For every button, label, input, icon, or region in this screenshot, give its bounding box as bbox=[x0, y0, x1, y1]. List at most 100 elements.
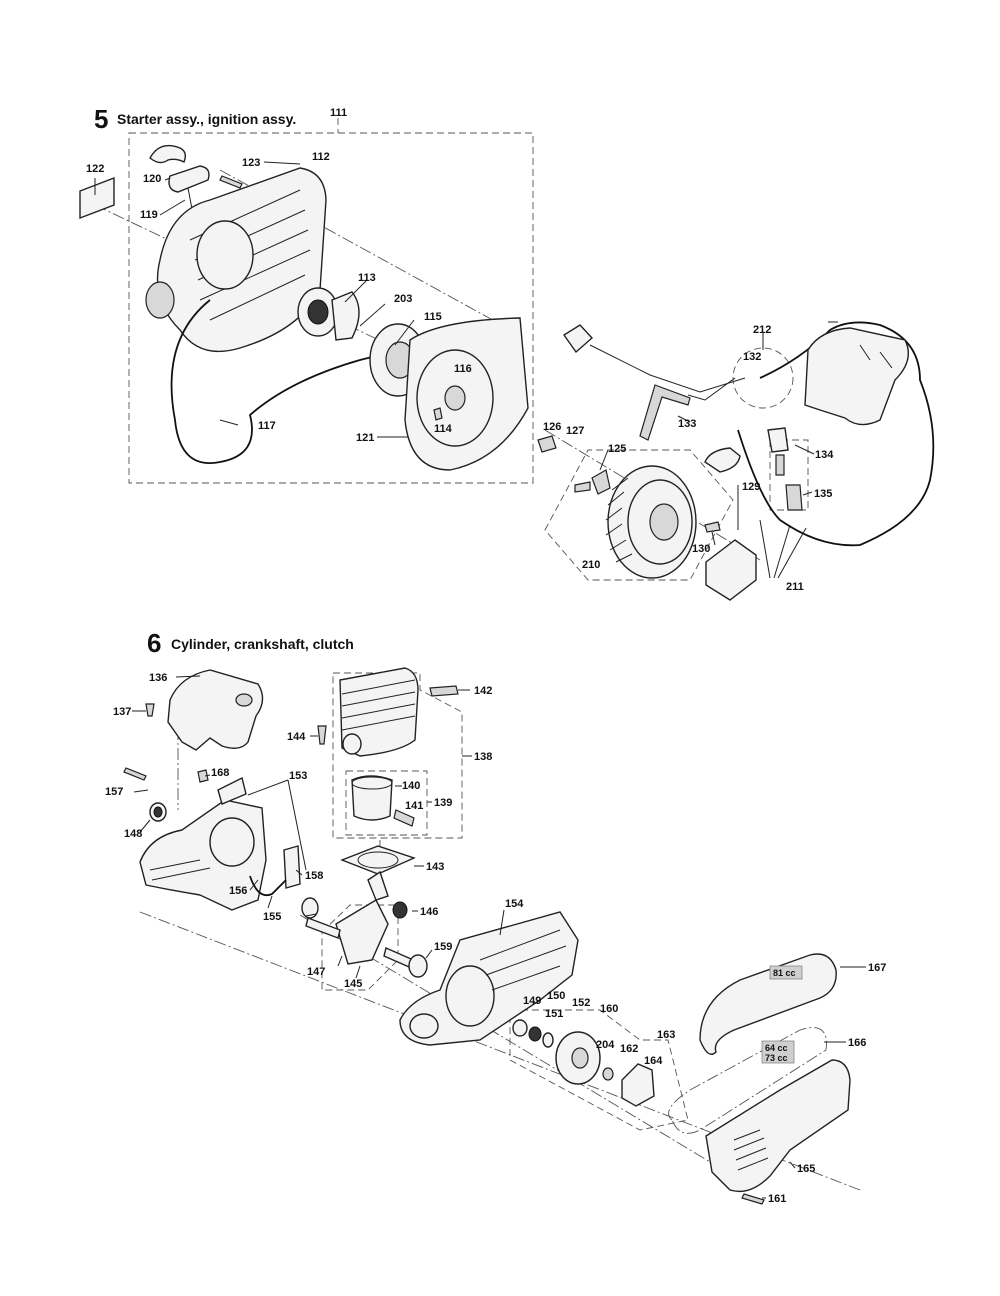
callout-148: 148 bbox=[124, 828, 142, 840]
section-6-title: Cylinder, crankshaft, clutch bbox=[171, 636, 354, 652]
exhaust-port bbox=[342, 733, 362, 755]
starter-assembly-box bbox=[128, 132, 534, 484]
callout-134: 134 bbox=[815, 449, 834, 461]
leader-158 bbox=[295, 869, 303, 876]
bearing-part bbox=[408, 954, 428, 978]
leader-115 bbox=[394, 319, 415, 346]
callout-166: 166 bbox=[848, 1037, 866, 1049]
callout-156: 156 bbox=[229, 885, 247, 897]
clutch-box bbox=[509, 1009, 689, 1131]
flywheel-assembly-box bbox=[544, 449, 734, 581]
flywheel-fins bbox=[605, 477, 633, 563]
crankcase-ribs bbox=[149, 859, 211, 881]
callout-138: 138 bbox=[474, 751, 492, 763]
ignition-cap-box bbox=[769, 439, 809, 511]
callout-163: 163 bbox=[657, 1029, 675, 1041]
piston-part bbox=[351, 775, 393, 821]
leader-136 bbox=[175, 675, 201, 678]
leader-211 bbox=[759, 519, 807, 579]
callout-113: 113 bbox=[358, 272, 376, 284]
axis-line bbox=[299, 914, 741, 1181]
callout-137: 137 bbox=[113, 706, 131, 718]
ignition-module-part bbox=[705, 539, 757, 601]
callout-120: 120 bbox=[143, 173, 161, 185]
seal-core bbox=[153, 806, 163, 818]
callout-143: 143 bbox=[426, 861, 444, 873]
leader-113 bbox=[344, 279, 368, 303]
ground-wire bbox=[687, 377, 736, 401]
nut-part bbox=[537, 435, 557, 453]
needle-bearing-part bbox=[602, 1067, 614, 1081]
cover-hole bbox=[235, 693, 253, 707]
screw-part bbox=[574, 481, 591, 493]
callout-212: 212 bbox=[753, 324, 771, 336]
callout-121: 121 bbox=[356, 432, 374, 444]
callout-127: 127 bbox=[566, 425, 584, 437]
ignition-cable-part bbox=[170, 299, 421, 464]
leader-153 bbox=[247, 779, 307, 871]
spring-cover-part bbox=[331, 291, 360, 341]
callout-122: 122 bbox=[86, 163, 104, 175]
pawl-part bbox=[591, 469, 611, 495]
leader-125 bbox=[599, 449, 609, 471]
leader-130 bbox=[711, 531, 716, 546]
bearing-part bbox=[301, 897, 319, 919]
callout-136: 136 bbox=[149, 672, 167, 684]
sensor-wire bbox=[249, 875, 287, 897]
screw-part bbox=[317, 725, 327, 745]
callout-165: 165 bbox=[797, 1163, 815, 1175]
belt-81cc-label: 81 cc bbox=[773, 968, 796, 978]
leader-150-left bbox=[305, 913, 317, 917]
callout-203: 203 bbox=[394, 293, 412, 305]
callout-204: 204 bbox=[596, 1039, 615, 1051]
washer-part bbox=[512, 1019, 528, 1037]
leader-157 bbox=[133, 789, 149, 793]
leader-145 bbox=[355, 965, 361, 979]
cover-center bbox=[444, 385, 466, 411]
callout-211: 211 bbox=[786, 581, 804, 593]
section-5: 5 Starter assy., ignition assy. bbox=[79, 104, 935, 601]
leader-165 bbox=[789, 1161, 796, 1169]
belt-guard-vents bbox=[733, 1129, 769, 1171]
leader-168 bbox=[204, 774, 211, 777]
screw-part bbox=[145, 703, 155, 717]
callout-162: 162 bbox=[620, 1043, 638, 1055]
callout-151: 151 bbox=[545, 1008, 563, 1020]
cover-detail bbox=[859, 344, 893, 369]
callout-115: 115 bbox=[424, 311, 442, 323]
callout-126: 126 bbox=[543, 421, 561, 433]
boot-loop-part bbox=[704, 447, 741, 473]
callout-153: 153 bbox=[289, 770, 307, 782]
callout-145: 145 bbox=[344, 978, 362, 990]
crankshaft-box bbox=[321, 904, 399, 991]
callout-160: 160 bbox=[600, 1003, 618, 1015]
callout-164: 164 bbox=[644, 1055, 663, 1067]
flywheel-hub bbox=[649, 503, 679, 541]
bracket-part bbox=[639, 384, 691, 441]
washer-part bbox=[542, 1032, 554, 1048]
callout-168: 168 bbox=[211, 767, 229, 779]
callout-123: 123 bbox=[242, 157, 260, 169]
leader-154 bbox=[499, 909, 505, 936]
spark-cap-part bbox=[767, 427, 789, 453]
cylinder-part bbox=[339, 667, 419, 757]
callout-112: 112 bbox=[312, 151, 330, 163]
nut-part bbox=[197, 769, 209, 783]
leader-155 bbox=[267, 895, 273, 909]
callout-129: 129 bbox=[742, 481, 760, 493]
crankshaft-stub bbox=[305, 917, 341, 939]
callout-150: 150 bbox=[547, 990, 565, 1002]
belt-73cc-label: 73 cc bbox=[765, 1053, 788, 1063]
callout-152: 152 bbox=[572, 997, 590, 1009]
callout-142: 142 bbox=[474, 685, 492, 697]
screw-part bbox=[219, 175, 243, 189]
connector-part bbox=[563, 324, 594, 354]
starter-grip-part bbox=[149, 144, 187, 164]
callout-141: 141 bbox=[405, 800, 423, 812]
connecting-rod-part bbox=[367, 870, 389, 901]
belt-guard-part bbox=[705, 1059, 851, 1193]
callout-119: 119 bbox=[140, 209, 158, 221]
callout-135: 135 bbox=[814, 488, 832, 500]
callout-157: 157 bbox=[105, 786, 123, 798]
